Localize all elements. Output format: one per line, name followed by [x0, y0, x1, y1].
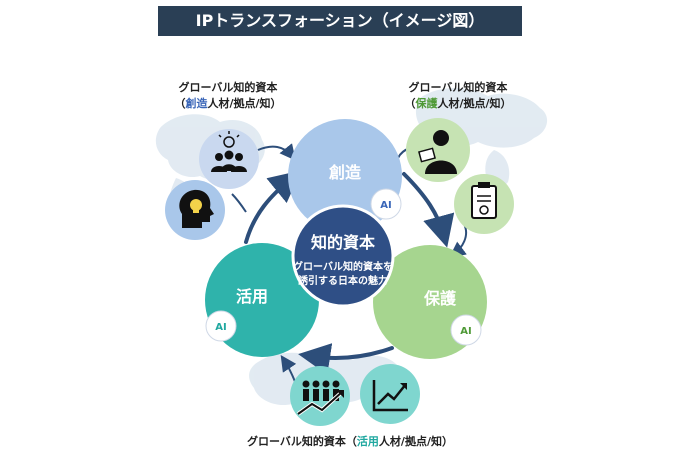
left-top-caption-line1: グローバル知的資本 — [178, 81, 278, 94]
right-top-caption-line1: グローバル知的資本 — [408, 81, 508, 94]
utilize-label: 活用 — [236, 287, 268, 306]
page-title: IPトランスフォーション（イメージ図） — [158, 6, 522, 36]
left-top-caption-rest: 人材/拠点/知） — [207, 97, 282, 110]
right-top-caption-open: （ — [404, 97, 416, 110]
utilize-ai-badge: AI — [205, 310, 237, 342]
people-growth-icon — [290, 366, 350, 426]
create-ai-text: AI — [380, 200, 391, 211]
right-top-caption-highlight: 保護 — [415, 97, 438, 110]
bottom-caption: グローバル知的資本（活用人材/拠点/知） — [230, 434, 470, 450]
create-label: 創造 — [328, 163, 362, 182]
center-subtitle-line2: 誘引する日本の魅力 — [298, 274, 388, 287]
center-title: 知的資本 — [311, 233, 375, 252]
utilize-ai-text: AI — [215, 322, 226, 333]
left-top-caption-open: （ — [174, 97, 186, 110]
bottom-caption-rest: 人材/拠点/知） — [378, 435, 453, 448]
right-top-caption-rest: 人材/拠点/知） — [437, 97, 512, 110]
center-subtitle-line1: グローバル知的資本を — [293, 260, 393, 273]
protect-ai-badge: AI — [450, 314, 482, 346]
center-circle — [291, 204, 395, 308]
certificate-clipboard-icon — [454, 174, 514, 234]
presenter-icon — [406, 118, 470, 182]
team-idea-icon — [199, 129, 259, 189]
cycle-arrows — [244, 170, 455, 375]
left-top-caption-line2: （創造人材/拠点/知） — [168, 96, 288, 112]
line-chart-icon — [360, 364, 420, 424]
left-top-caption-highlight: 創造 — [185, 97, 208, 110]
right-top-caption: グローバル知的資本 （保護人材/拠点/知） — [388, 80, 528, 112]
left-top-caption: グローバル知的資本 （創造人材/拠点/知） — [168, 80, 288, 112]
head-lightbulb-icon — [165, 180, 225, 240]
right-top-caption-line2: （保護人材/拠点/知） — [388, 96, 528, 112]
create-ai-badge: AI — [370, 188, 402, 220]
bottom-caption-highlight: 活用 — [356, 435, 379, 448]
protect-label: 保護 — [423, 289, 457, 308]
protect-ai-text: AI — [460, 326, 471, 337]
bottom-caption-prefix: グローバル知的資本（ — [247, 435, 357, 448]
